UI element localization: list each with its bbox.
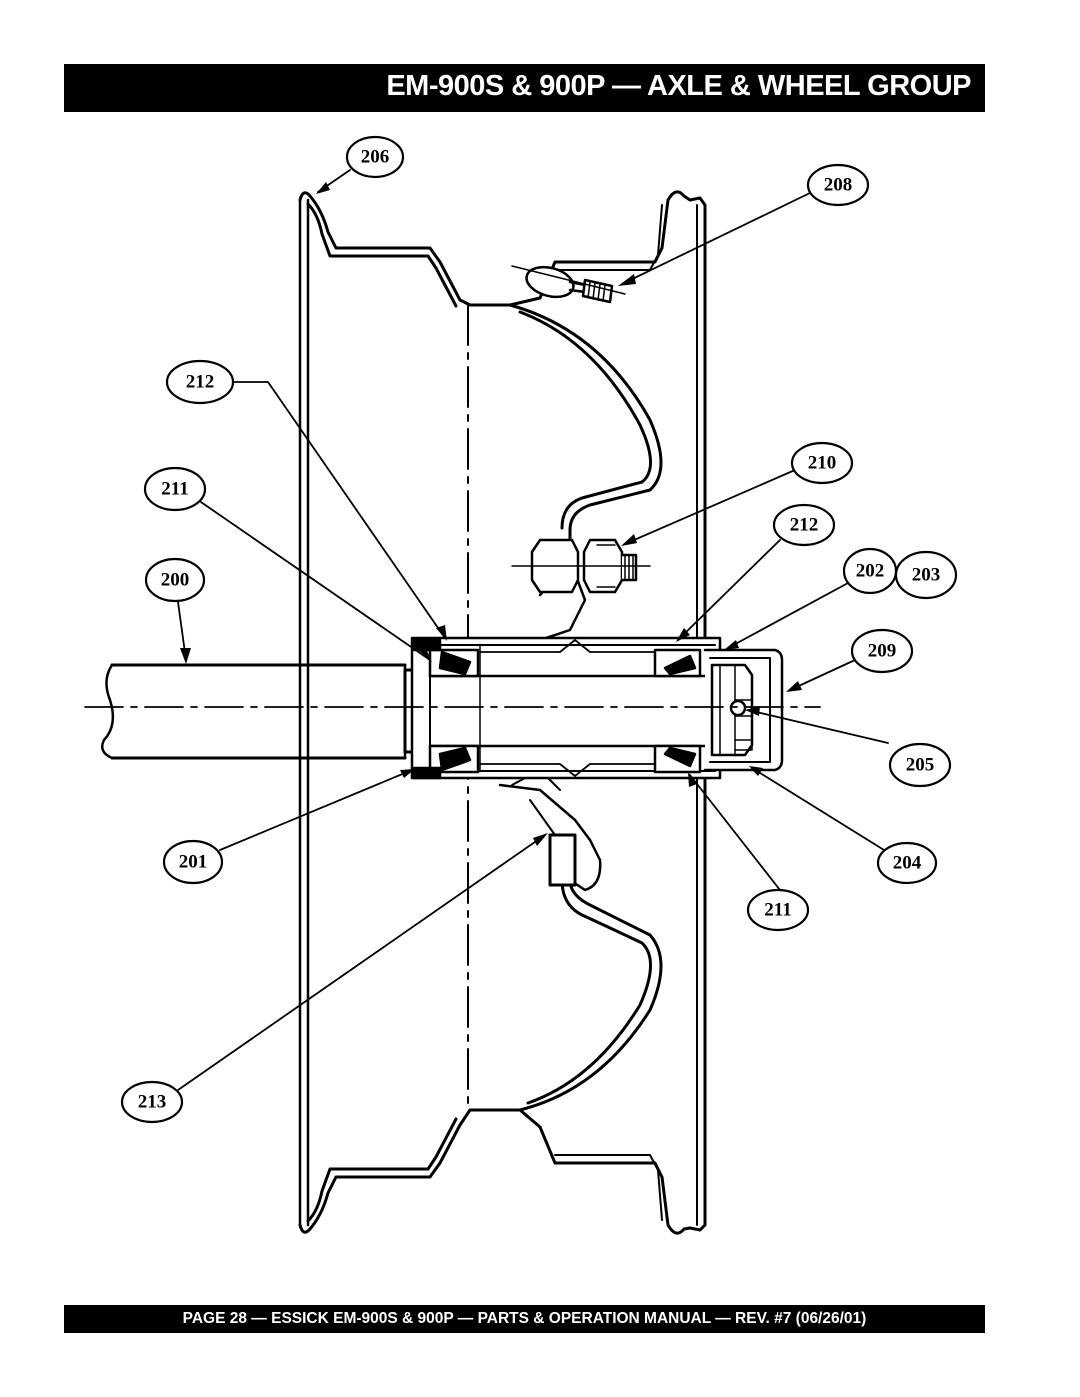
callouts [120, 135, 958, 1124]
callout-209: 209 [868, 641, 897, 662]
callout-205: 205 [906, 755, 935, 776]
callout-210: 210 [808, 453, 837, 474]
callout-211-left: 211 [161, 479, 188, 500]
callout-200: 200 [161, 570, 190, 591]
callout-213: 213 [138, 1092, 167, 1113]
page-title-bar: EM-900S & 900P — AXLE & WHEEL GROUP [64, 64, 985, 112]
page-footer: PAGE 28 — ESSICK EM-900S & 900P — PARTS … [182, 1310, 867, 1327]
wheel-rim [298, 190, 707, 1235]
leader-arrowheads [180, 182, 802, 846]
hub-assembly [410, 636, 722, 780]
callout-201: 201 [179, 852, 208, 873]
callout-211-right: 211 [764, 900, 791, 921]
axle-shaft [101, 663, 432, 760]
wheel-disc [498, 303, 663, 1112]
callout-212-right: 212 [790, 515, 819, 536]
lug-bolt [511, 538, 651, 594]
page-title: EM-900S & 900P — AXLE & WHEEL GROUP [386, 70, 971, 102]
page-footer-bar: PAGE 28 — ESSICK EM-900S & 900P — PARTS … [64, 1305, 985, 1333]
callout-203: 203 [912, 565, 941, 586]
callout-202: 202 [856, 561, 885, 582]
callout-208: 208 [824, 175, 853, 196]
hub-cap [703, 648, 784, 772]
callout-212-left: 212 [186, 372, 215, 393]
leader-lines [177, 169, 889, 1091]
valve-stem [511, 265, 626, 304]
callout-206: 206 [361, 147, 390, 168]
callout-204: 204 [893, 853, 922, 874]
